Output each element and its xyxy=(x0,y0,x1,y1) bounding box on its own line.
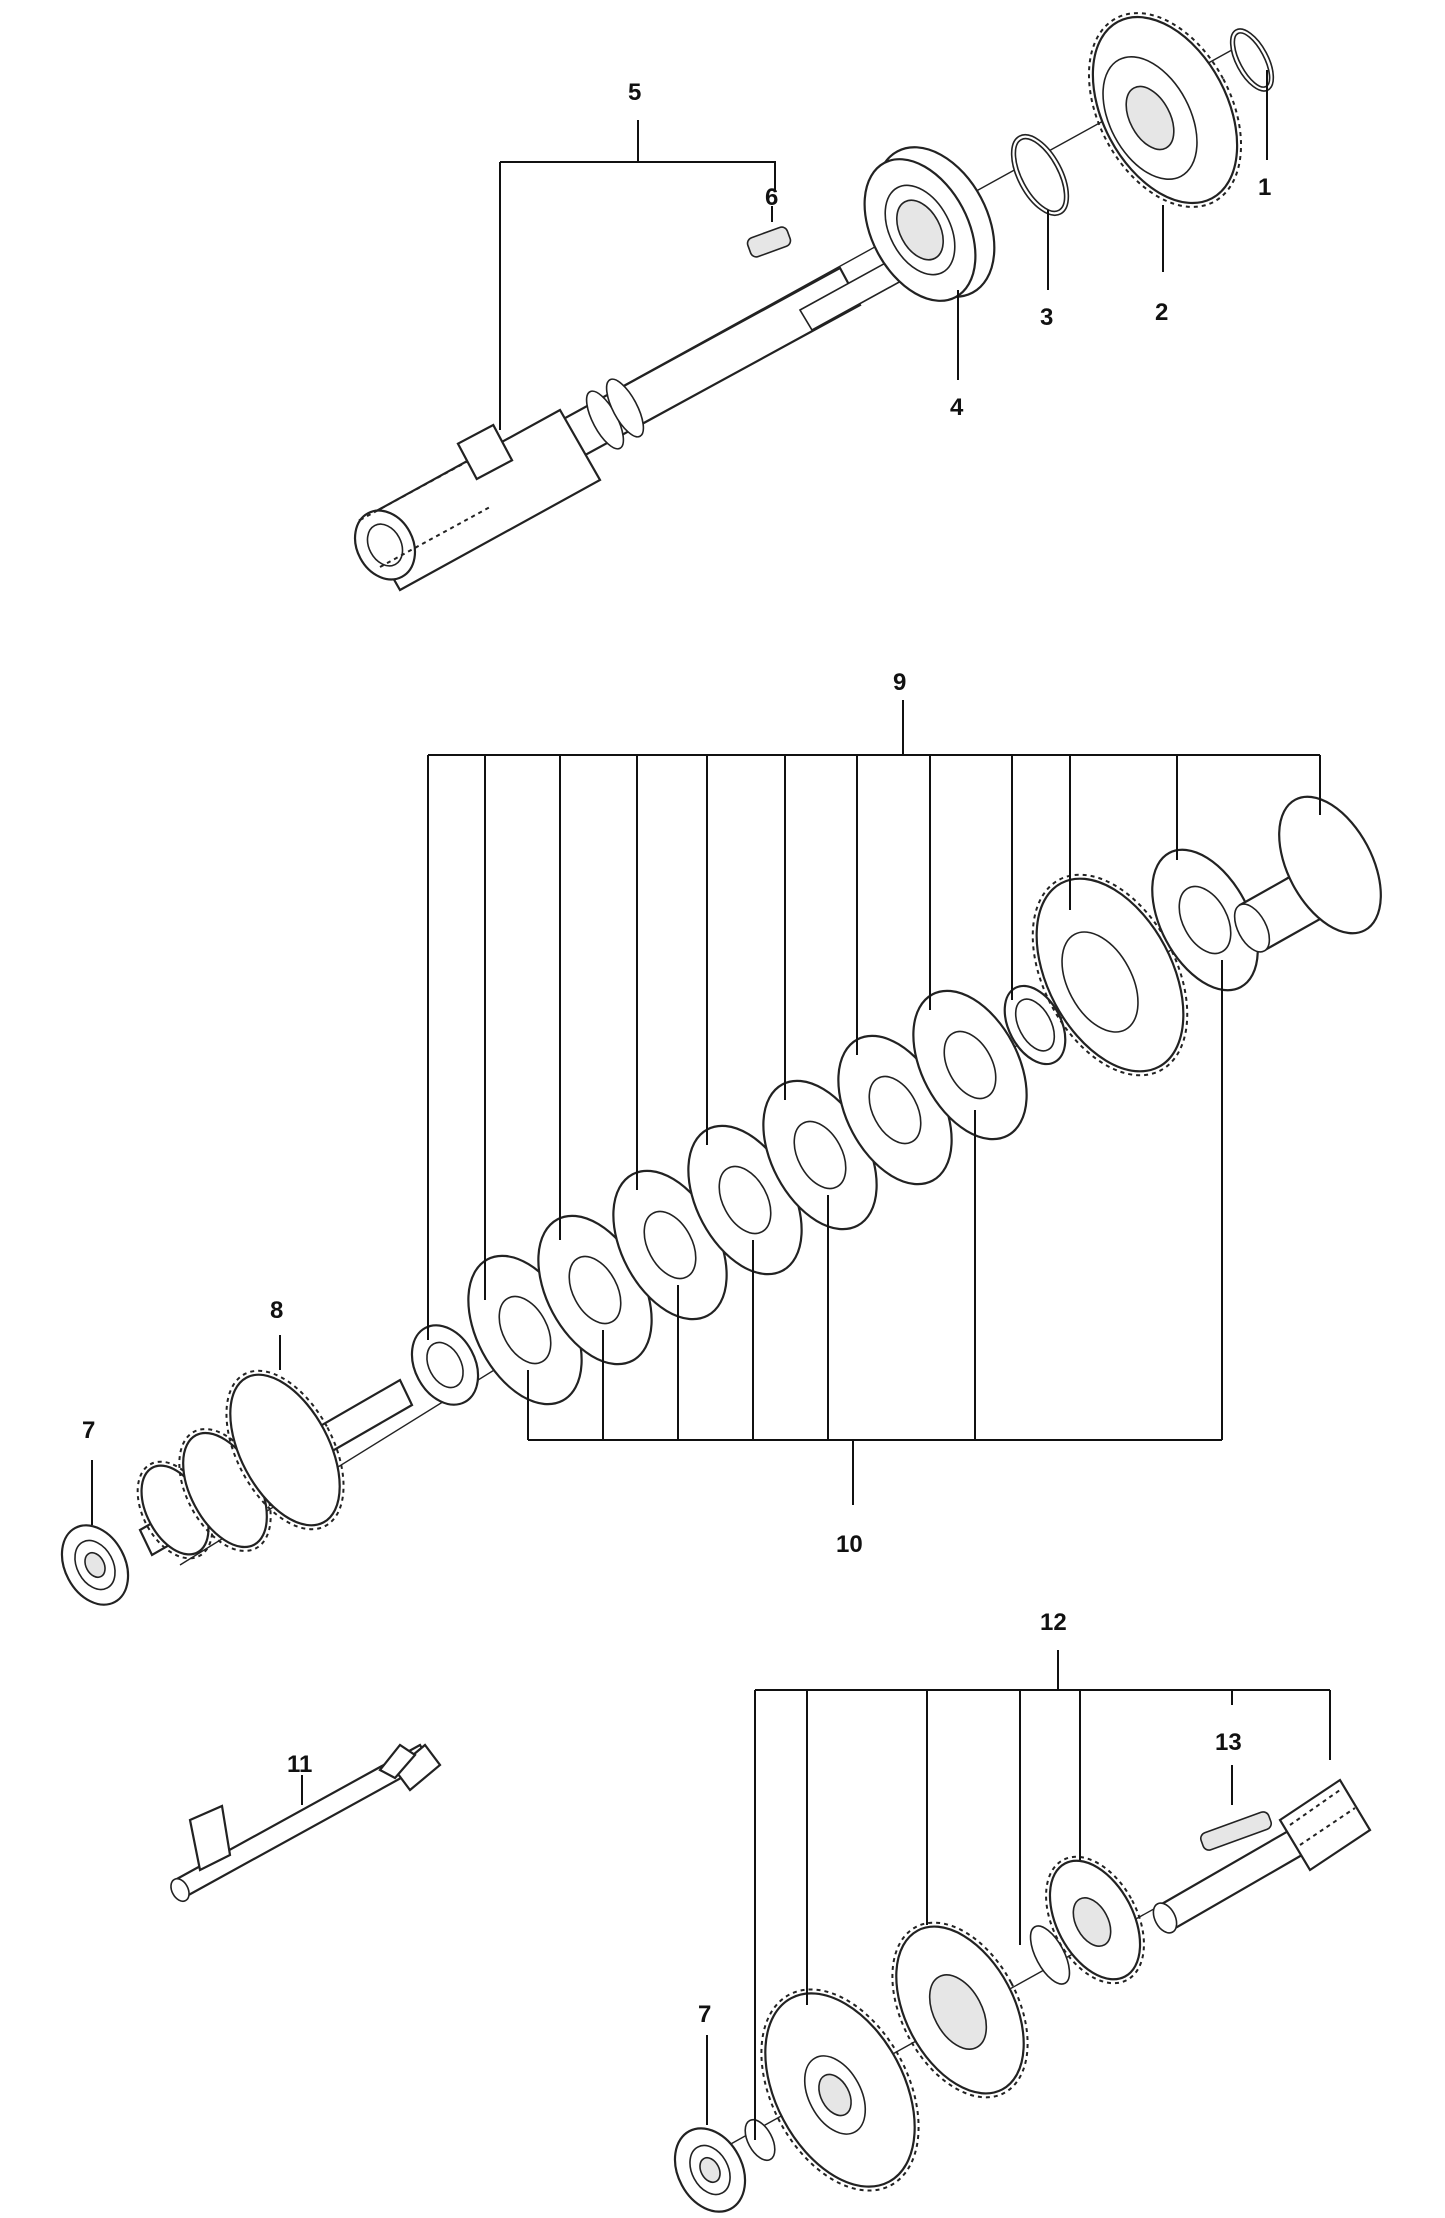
woodruff-key xyxy=(746,226,792,258)
callout-8: 8 xyxy=(270,1297,283,1324)
shift-rod-group xyxy=(170,1743,442,1903)
large-spur-gear xyxy=(760,1988,920,2192)
callout-7-bottom: 7 xyxy=(698,2001,711,2028)
callout-10: 10 xyxy=(836,1531,863,1558)
callout-4: 4 xyxy=(950,394,964,421)
cluster-gear-shaft xyxy=(136,1369,414,1560)
helical-gear xyxy=(1087,12,1243,208)
thrust-washer-8 xyxy=(1151,848,1259,992)
callout-13: 13 xyxy=(1215,1729,1242,1756)
circlip-small xyxy=(744,2118,776,2162)
shaft-key xyxy=(1199,1811,1273,1851)
callout-12: 12 xyxy=(1040,1609,1067,1636)
retaining-ring xyxy=(1229,28,1275,92)
callout-6: 6 xyxy=(765,184,778,211)
callout-11: 11 xyxy=(287,1751,312,1778)
circlip-ring xyxy=(1010,134,1070,216)
callout-7-mid: 7 xyxy=(82,1417,95,1444)
flanged-stub-shaft xyxy=(1233,795,1382,953)
main-shaft-group xyxy=(353,12,1275,592)
small-bearing-bottom xyxy=(673,2127,747,2213)
output-pinion-shaft xyxy=(1152,1778,1372,1934)
thrust-washer-7 xyxy=(912,989,1028,1141)
shift-collar-gear xyxy=(1045,1855,1145,1985)
output-shaft-group xyxy=(673,1650,1372,2213)
dog-clutch-gear xyxy=(891,1921,1029,2099)
callout-9: 9 xyxy=(893,669,906,696)
callout-5: 5 xyxy=(628,79,641,106)
callout-1: 1 xyxy=(1258,174,1271,201)
ball-bearing xyxy=(863,146,996,302)
snap-ring xyxy=(1029,1925,1071,1985)
callout-3: 3 xyxy=(1040,304,1053,331)
callout-2: 2 xyxy=(1155,299,1168,326)
bushing-sleeve xyxy=(1003,984,1067,1066)
small-bearing-left xyxy=(60,1524,130,1606)
idler-gear xyxy=(1031,873,1189,1077)
washer-stack-group xyxy=(60,700,1382,1606)
hex-nut xyxy=(410,1324,480,1406)
threaded-main-shaft xyxy=(353,253,914,592)
